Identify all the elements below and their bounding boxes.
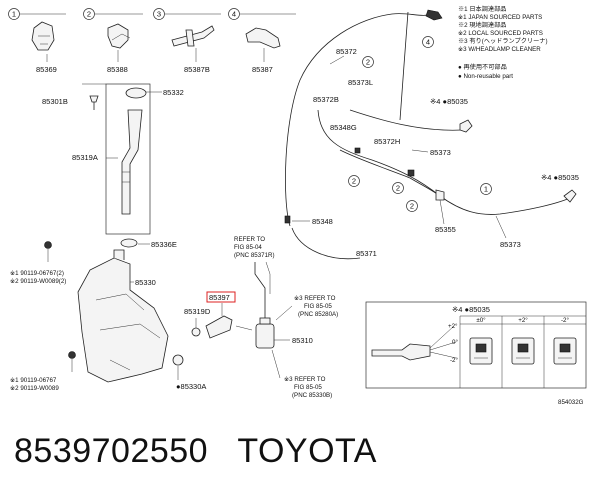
parts-diagram: 1 85369 2 85388 3 85387B 4 85387 ※1 日本調達… xyxy=(8,5,587,406)
label-90119-b: ※2 90119-W0089(2) xyxy=(10,278,66,285)
label-85035-b: ※4 ●85035 xyxy=(541,173,579,182)
inset-angle-minus: -2° xyxy=(450,357,459,364)
nozzle-inset: ※4 ●85035 ±0° +2° -2° +2° 0° -2° xyxy=(365,301,587,389)
inset-angle-plus: +2° xyxy=(448,323,458,330)
label-85319A: 85319A xyxy=(72,153,98,162)
legend-line-8: ● Non-reusable part xyxy=(458,73,513,80)
ref-1c: (PNC 85371R) xyxy=(234,252,275,259)
circle-4-label: 4 xyxy=(232,10,236,19)
legend-line-4: ※2 LOCAL SOURCED PARTS xyxy=(458,30,543,37)
label-85372H: 85372H xyxy=(374,137,400,146)
pump-group: 85319D 85397 85310 xyxy=(184,262,313,349)
label-85348: 85348 xyxy=(312,217,333,226)
hose-routing: 85372 85373L 85372B 85348G 85372H 85373 … xyxy=(284,9,579,260)
label-85336E: 85336E xyxy=(151,240,177,249)
clip-4: 4 85387 xyxy=(228,8,296,74)
legend-line-3: ※2 現地調達部品 xyxy=(458,21,506,29)
refer-notes: REFER TO FIG 85-04 (PNC 85371R) ※3 REFER… xyxy=(234,236,338,399)
ref-3c: (PNC 85330B) xyxy=(292,392,332,399)
ref-2b: FIG 85-05 xyxy=(304,303,332,310)
label-90119-a: ※1 90119-06767(2) xyxy=(10,270,64,277)
legend-line-2: ※1 JAPAN SOURCED PARTS xyxy=(458,14,542,21)
pipe-circle-2c: 2 xyxy=(410,202,414,211)
nozzle-view-zero xyxy=(469,337,493,365)
label-85371: 85371 xyxy=(356,249,377,258)
ref-1a: REFER TO xyxy=(234,236,265,243)
label-90119-c: ※1 90119-06767 xyxy=(10,377,57,384)
part-85388: 85388 xyxy=(107,65,128,74)
pipe-circle-2a: 2 xyxy=(352,177,356,186)
label-90119-d: ※2 90119-W0089 xyxy=(10,385,59,392)
circle-1-label: 1 xyxy=(12,10,16,19)
ref-1b: FIG 85-04 xyxy=(234,244,262,251)
label-85310: 85310 xyxy=(292,336,313,345)
pipe-circle-2d: 2 xyxy=(366,58,370,67)
part-85387B: 85387B xyxy=(184,65,210,74)
legend-line-5: ※3 有り(ヘッドランプクリーナ) xyxy=(458,37,548,45)
inset-col-minus: -2° xyxy=(561,317,570,324)
legend-line-6: ※3 W/HEADLAMP CLEANER xyxy=(458,46,541,53)
ref-2c: (PNC 85280A) xyxy=(298,311,338,318)
label-85319D: 85319D xyxy=(184,307,211,316)
part-85369: 85369 xyxy=(36,65,57,74)
part-85387: 85387 xyxy=(252,65,273,74)
clip-3: 3 85387B xyxy=(153,8,221,74)
ref-3b: FIG 85-05 xyxy=(294,384,322,391)
label-85355: 85355 xyxy=(435,225,456,234)
nozzle-view-minus xyxy=(553,337,577,365)
pipe-circle-1: 1 xyxy=(484,185,488,194)
inset-col-0: ±0° xyxy=(476,317,486,324)
label-85332: 85332 xyxy=(163,88,184,97)
inset-angle-zero: 0° xyxy=(452,339,458,346)
label-85373-b: 85373 xyxy=(500,240,521,249)
inset-title: ※4 ●85035 xyxy=(452,305,490,314)
label-85373L: 85373L xyxy=(348,78,373,87)
label-85372B: 85372B xyxy=(313,95,339,104)
label-85330: 85330 xyxy=(135,278,156,287)
part-number-caption: 8539702550 TOYOTA xyxy=(14,432,377,470)
legend: ※1 日本調達部品 ※1 JAPAN SOURCED PARTS ※2 現地調達… xyxy=(458,5,548,80)
figure-code: 854032G xyxy=(558,399,584,406)
label-85035-a: ※4 ●85035 xyxy=(430,97,468,106)
label-85373-a: 85373 xyxy=(430,148,451,157)
clip-1: 1 85369 xyxy=(8,8,66,74)
pipe-circle-2b: 2 xyxy=(396,184,400,193)
pipe-circle-4: 4 xyxy=(426,38,430,47)
circle-3-label: 3 xyxy=(157,10,161,19)
label-85301B: 85301B xyxy=(42,97,68,106)
ref-3a: ※3 REFER TO xyxy=(284,376,326,383)
nozzle-view-plus xyxy=(511,337,535,365)
label-85330A: ●85330A xyxy=(176,382,206,391)
clip-2: 2 85388 xyxy=(83,8,143,74)
label-85372: 85372 xyxy=(336,47,357,56)
washer-tank: 85330 ※1 90119-06767(2) ※2 90119-W0089(2… xyxy=(10,241,206,392)
inset-col-plus: +2° xyxy=(518,317,528,324)
highlight-85397 xyxy=(206,291,236,303)
label-85348G: 85348G xyxy=(330,123,357,132)
circle-2-label: 2 xyxy=(87,10,91,19)
legend-line-7: ● 再使用不可部品 xyxy=(458,63,507,71)
ref-2a: ※3 REFER TO xyxy=(294,295,336,302)
legend-line-1: ※1 日本調達部品 xyxy=(458,5,506,13)
filler-neck-group: 85332 85319A 85336E 85301B xyxy=(42,83,184,249)
label-85397: 85397 xyxy=(209,293,230,302)
